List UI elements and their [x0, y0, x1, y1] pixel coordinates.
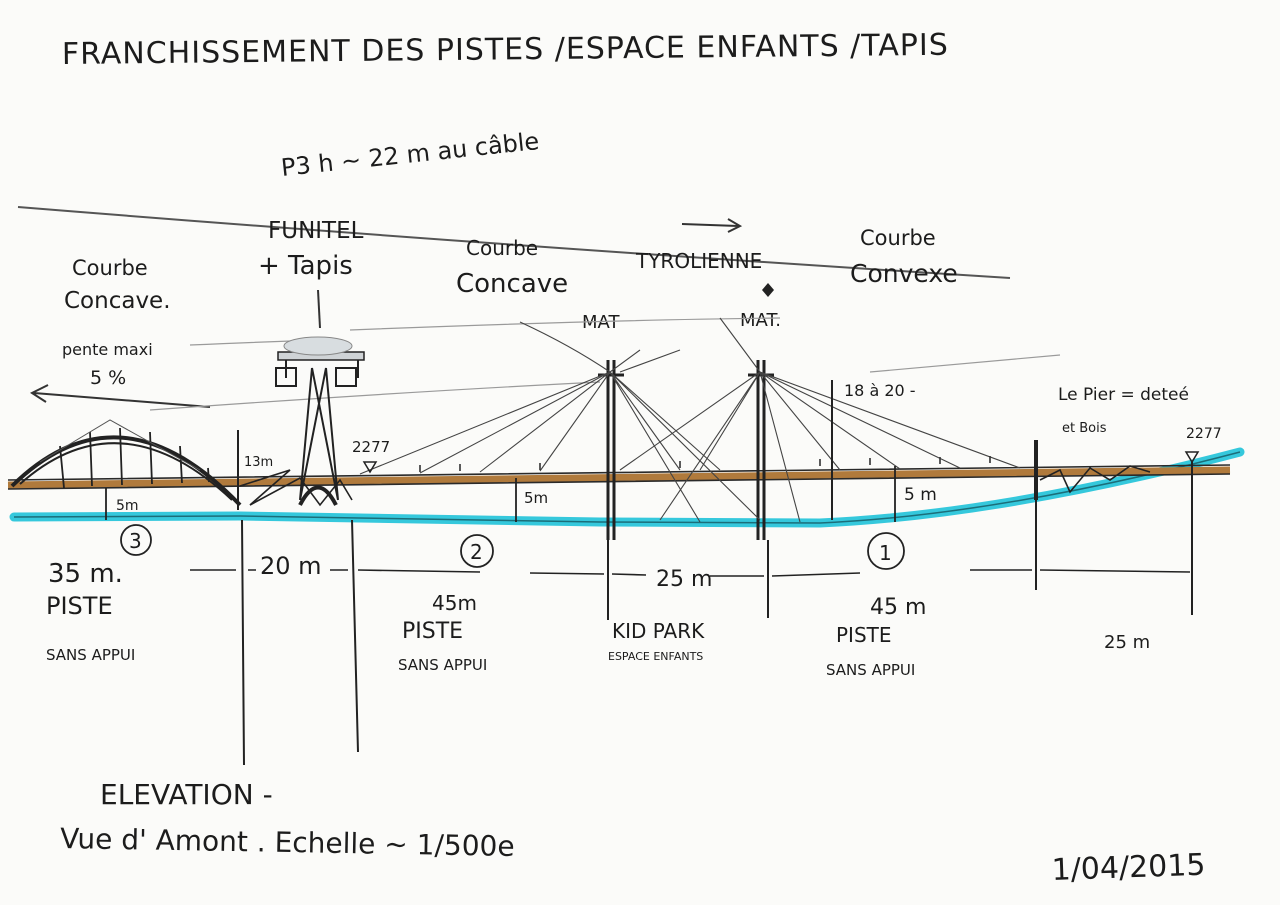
tyrolienne-label: TYROLIENNE — [635, 249, 762, 273]
cable-line — [17, 206, 1011, 279]
altitude-right-label: 2277 — [1186, 426, 1222, 442]
span-1-number: 1 — [879, 541, 892, 565]
kid-park-support: ESPACE ENFANTS — [608, 650, 703, 663]
sketch-title: FRANCHISSEMENT DES PISTES /ESPACE ENFANT… — [62, 28, 949, 72]
funitel-label-2: + Tapis — [258, 251, 353, 281]
courbe-convexe-label-1: Courbe — [860, 226, 936, 250]
altitude-marker-right-icon — [1184, 451, 1200, 464]
deck-ticks — [419, 456, 991, 472]
courbe-concave-left-label-1: Courbe — [72, 256, 148, 280]
funitel-pointer — [317, 289, 321, 329]
kid-park-type: KID PARK — [612, 619, 705, 643]
division-lines — [241, 462, 1193, 766]
span-2-number: 2 — [470, 540, 483, 564]
span-2-type: PISTE — [402, 619, 463, 644]
span-2-length: 45m — [432, 591, 477, 615]
span-3-support: SANS APPUI — [46, 646, 135, 664]
span-dimension-line — [190, 569, 1191, 577]
span-3-type: PISTE — [46, 592, 113, 620]
mat-label-1: MAT — [582, 312, 620, 333]
span-3-length: 35 m. — [48, 559, 123, 589]
pente-label-2: 5 % — [90, 367, 126, 389]
right-pier — [1034, 440, 1151, 500]
direction-arrow-icon — [681, 218, 743, 233]
courbe-convexe-label-2: Convexe — [850, 259, 958, 288]
clearance-a-label: 5m — [116, 498, 139, 514]
pylon-note: P3 h ~ 22 m au câble — [280, 127, 541, 182]
span-kid-length: 25 m — [656, 567, 712, 592]
funitel-pylon — [239, 336, 365, 507]
altitude-marker-left-icon — [362, 461, 378, 474]
span-1-circle — [867, 532, 905, 570]
altitude-left-label: 2277 — [352, 438, 390, 456]
span-pier-length: 25 m — [1104, 632, 1150, 653]
span-2-circle — [460, 534, 494, 568]
le-pier-label-2: et Bois — [1062, 421, 1107, 436]
span-funitel-length: 20 m — [260, 552, 322, 580]
sketch-date: 1/04/2015 — [1051, 848, 1206, 888]
tower-marker — [762, 283, 774, 297]
span-1-length: 45 m — [870, 595, 926, 620]
courbe-concave-mid-label-2: Concave — [456, 269, 568, 299]
le-pier-label-1: Le Pier = deteé — [1058, 385, 1189, 405]
span-1-support: SANS APPUI — [826, 661, 915, 679]
courbe-concave-left-label-2: Concave. — [64, 288, 171, 314]
elevation-label: ELEVATION - — [100, 778, 273, 811]
span-1-type: PISTE — [836, 623, 892, 647]
pente-label-1: pente maxi — [62, 340, 153, 359]
span-2-support: SANS APPUI — [398, 656, 487, 674]
clearance-c-label: 5 m — [904, 485, 937, 505]
span-3-number: 3 — [129, 529, 142, 553]
ground-line — [9, 447, 1245, 528]
height-18-20-label: 18 à 20 - — [844, 381, 916, 400]
mast-right — [748, 360, 774, 540]
pencil-lines — [149, 317, 1061, 411]
view-scale-label: Vue d' Amont . Echelle ~ 1/500e — [60, 822, 515, 863]
left-arch — [10, 419, 242, 507]
clearance-b-label: 5m — [524, 489, 548, 507]
funitel-label-1: FUNITEL — [268, 218, 364, 244]
slope-arrow-icon — [29, 384, 211, 408]
height-13-label: 13m — [244, 455, 273, 470]
mat-label-2: MAT. — [740, 310, 781, 331]
courbe-concave-mid-label-1: Courbe — [466, 236, 538, 260]
span-3-circle — [120, 524, 152, 556]
stay-cables — [359, 317, 1021, 523]
